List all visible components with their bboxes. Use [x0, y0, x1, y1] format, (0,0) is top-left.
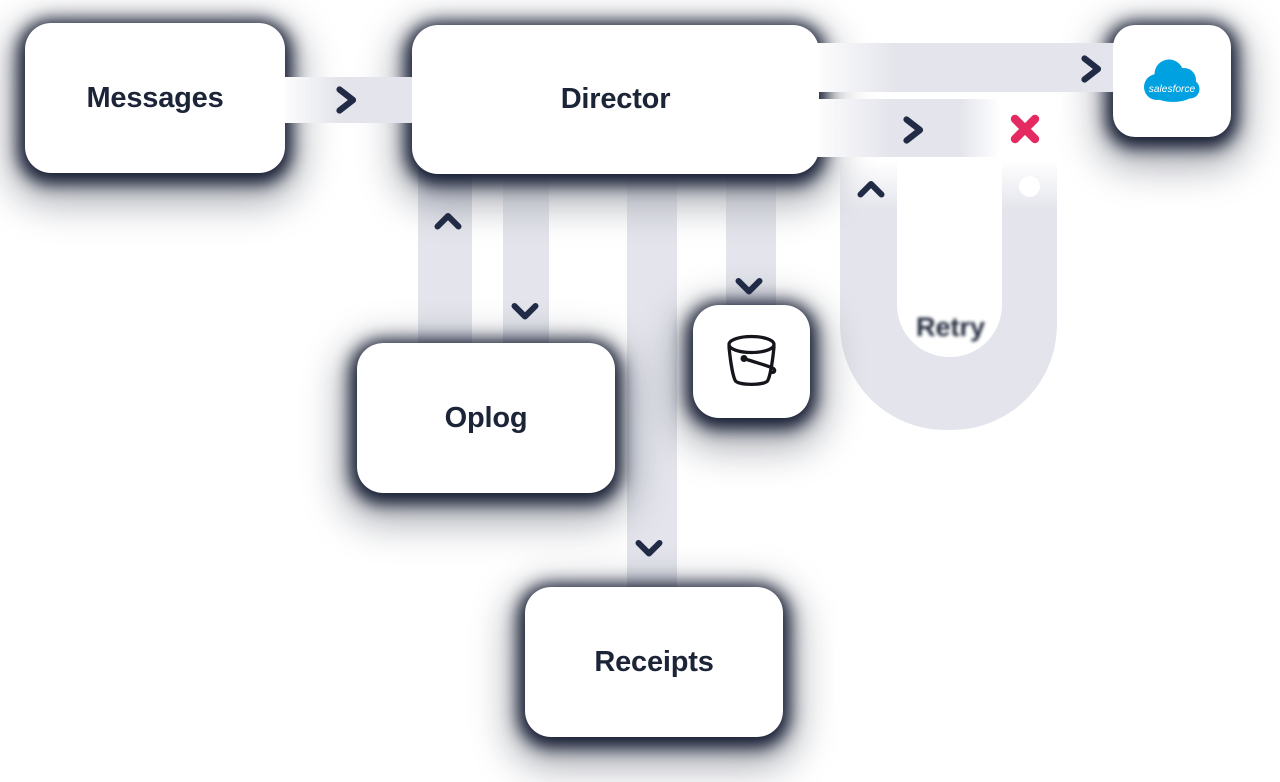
- salesforce-cloud-icon: salesforce: [1144, 59, 1200, 102]
- band-director-to-salesforce: [810, 43, 1120, 92]
- band-director-failure: [810, 99, 1002, 157]
- retry-loop: [840, 160, 1057, 430]
- chevron-up-icon: [434, 213, 462, 230]
- band-director-to-receipts: [627, 168, 677, 592]
- messages-node: Messages: [25, 23, 285, 173]
- oplog-node: Oplog: [357, 343, 615, 493]
- chevron-down-icon: [635, 540, 663, 557]
- salesforce-node: salesforce: [1113, 25, 1231, 137]
- director-node: Director: [412, 25, 819, 174]
- bucket-icon: [726, 334, 776, 386]
- chevron-right-icon: [1081, 55, 1102, 83]
- chevron-right-icon: [903, 116, 924, 144]
- bucket-node: [693, 305, 810, 418]
- director-label: Director: [560, 83, 671, 115]
- receipts-label: Receipts: [594, 645, 714, 678]
- band-oplog-to-director: [418, 168, 472, 348]
- x-mark-icon: [1010, 114, 1040, 144]
- chevron-right-icon: [336, 86, 357, 114]
- salesforce-wordmark: salesforce: [1149, 84, 1196, 95]
- oplog-label: Oplog: [444, 401, 528, 434]
- chevron-down-icon: [511, 303, 539, 320]
- chevron-up-icon: [857, 181, 885, 198]
- messages-label: Messages: [86, 81, 224, 114]
- receipts-node: Receipts: [525, 587, 783, 737]
- in-flight-dot: [1019, 176, 1040, 197]
- retry-loop-hole: [897, 160, 1002, 357]
- chevron-down-icon: [735, 278, 763, 295]
- retry-label: Retry: [915, 312, 986, 342]
